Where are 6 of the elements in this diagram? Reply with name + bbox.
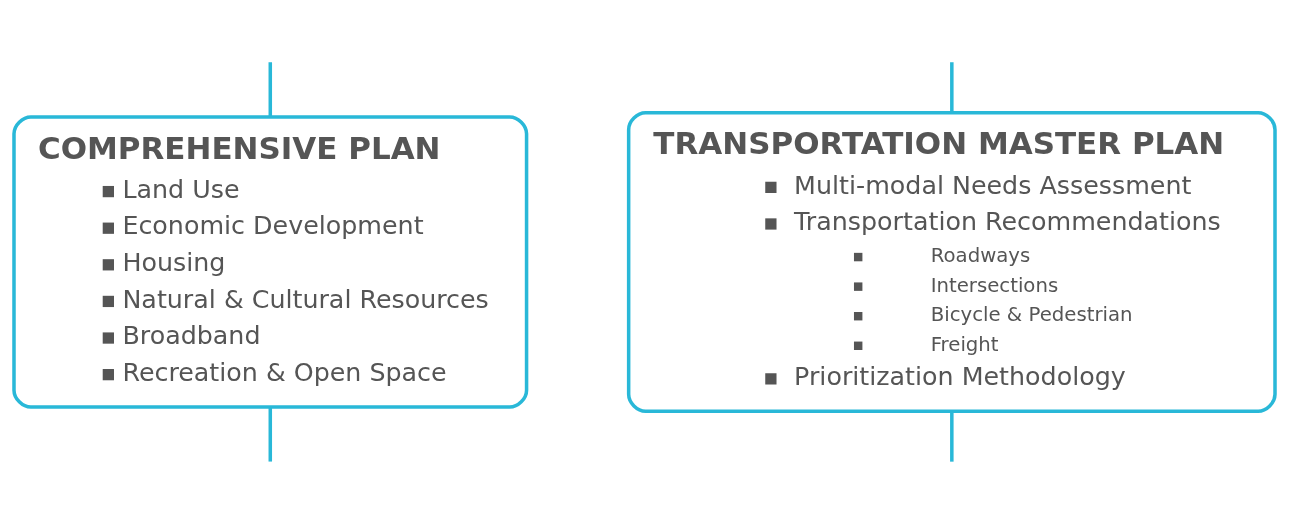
node-box: COMPREHENSIVE PLAN Land Use Economic Development Housing Natural & Cultural Resources Broadband Recreation & Open Space xyxy=(12,114,529,409)
connector xyxy=(950,411,954,462)
connector xyxy=(268,406,273,462)
node-box: TRANSPORTATION MASTER PLAN Multi-modal Needs Assessment Transportation Recommendations Roadways Intersections Bicycle & Pedestrian Freight Prioritization Methodology xyxy=(626,110,1277,413)
connector xyxy=(950,61,954,112)
connector xyxy=(268,61,273,116)
